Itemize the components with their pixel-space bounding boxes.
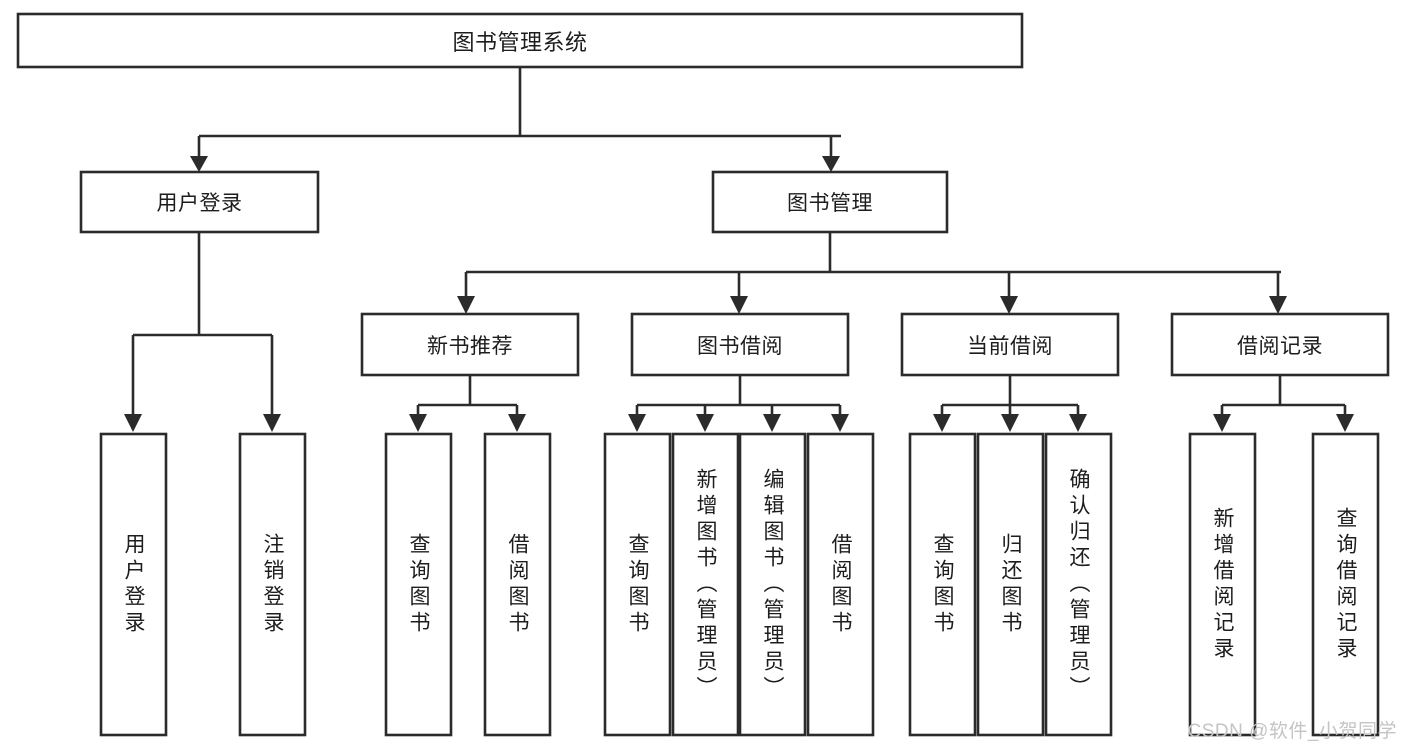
leaf-box-book-borrow-2[interactable] xyxy=(671,432,740,737)
arrow-book-mgmt-to-borrow xyxy=(730,296,748,314)
leaf-box-borrow-record-1[interactable] xyxy=(1188,432,1257,737)
arrow-current-borrow-leaf-3 xyxy=(1069,414,1087,432)
leaf-box-book-borrow-3[interactable] xyxy=(738,432,807,737)
arrow-root-to-book-mgmt xyxy=(822,156,840,172)
leaf-box-user-login-1[interactable] xyxy=(99,432,168,737)
arrow-book-borrow-leaf-3 xyxy=(763,414,781,432)
node-root-box[interactable] xyxy=(16,12,1024,69)
arrow-book-mgmt-to-new-book xyxy=(457,296,475,314)
arrow-user-login-leaf-2 xyxy=(263,414,281,432)
leaf-box-current-borrow-3[interactable] xyxy=(1044,432,1113,737)
arrow-new-book-leaf-1 xyxy=(409,414,427,432)
leaf-box-borrow-record-2[interactable] xyxy=(1311,432,1380,737)
node-borrow-record-box[interactable] xyxy=(1170,312,1390,377)
leaf-box-book-borrow-4[interactable] xyxy=(806,432,875,737)
arrow-book-borrow-leaf-2 xyxy=(696,414,714,432)
arrow-book-mgmt-to-current xyxy=(1000,296,1018,314)
arrow-book-borrow-leaf-4 xyxy=(831,414,849,432)
arrow-root-to-user-login xyxy=(190,156,208,172)
leaf-box-current-borrow-2[interactable] xyxy=(976,432,1045,737)
arrow-borrow-record-leaf-2 xyxy=(1336,414,1354,432)
arrow-borrow-record-leaf-1 xyxy=(1213,414,1231,432)
arrow-user-login-leaf-1 xyxy=(124,414,142,432)
leaf-box-new-book-2[interactable] xyxy=(483,432,552,737)
arrow-current-borrow-leaf-2 xyxy=(1001,414,1019,432)
node-new-book-box[interactable] xyxy=(360,312,580,377)
leaf-box-new-book-1[interactable] xyxy=(384,432,453,737)
leaf-box-current-borrow-1[interactable] xyxy=(908,432,977,737)
arrow-book-borrow-leaf-1 xyxy=(628,414,646,432)
node-book-borrow-box[interactable] xyxy=(630,312,850,377)
arrow-new-book-leaf-2 xyxy=(508,414,526,432)
leaf-box-book-borrow-1[interactable] xyxy=(603,432,672,737)
node-user-login-box[interactable] xyxy=(79,170,320,234)
node-book-management-box[interactable] xyxy=(711,170,949,234)
leaf-box-user-login-2[interactable] xyxy=(238,432,307,737)
node-current-borrow-box[interactable] xyxy=(900,312,1120,377)
arrow-current-borrow-leaf-1 xyxy=(933,414,951,432)
arrow-book-mgmt-to-record xyxy=(1269,296,1287,314)
